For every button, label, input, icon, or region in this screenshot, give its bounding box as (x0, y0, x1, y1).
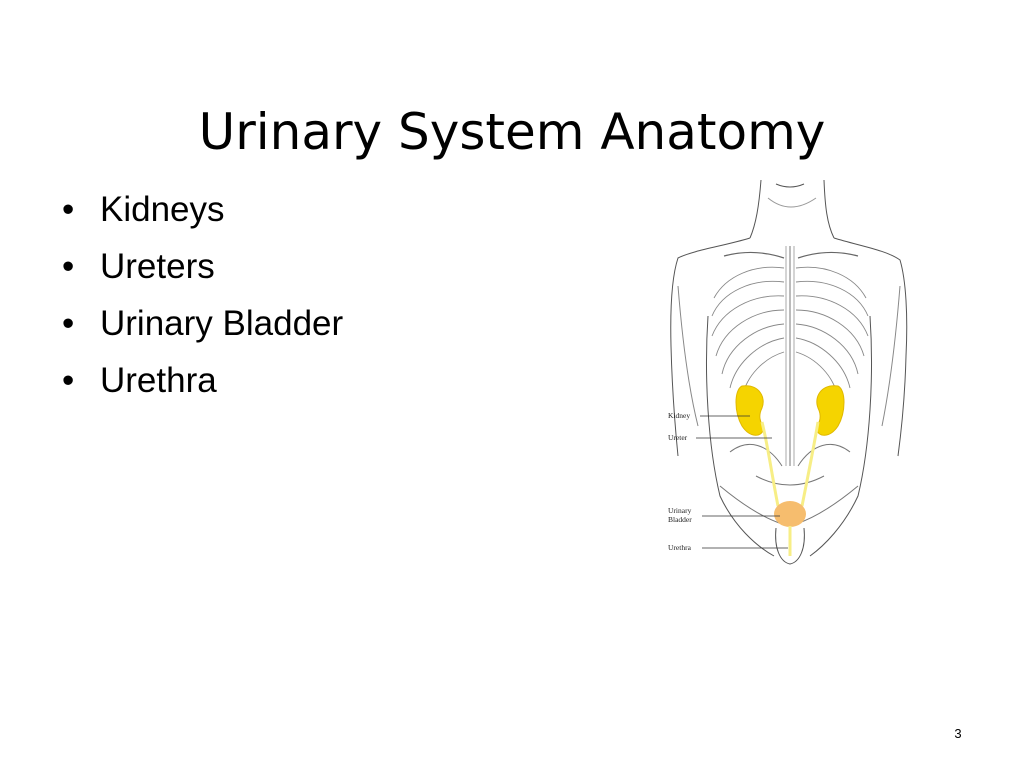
label-bladder-line2: Bladder (668, 515, 692, 524)
spine (785, 246, 795, 466)
label-kidney: Kidney (668, 411, 690, 420)
bullet-item: • Kidneys (62, 188, 343, 245)
bullet-text: Urethra (100, 361, 217, 400)
bullet-marker: • (62, 190, 75, 229)
label-urethra: Urethra (668, 543, 692, 552)
pelvis (729, 444, 851, 486)
bullet-marker: • (62, 247, 75, 286)
ureters (760, 421, 820, 507)
torso-outline (670, 179, 908, 565)
label-leaders (696, 415, 788, 549)
bullet-item: • Ureters (62, 245, 343, 302)
clavicles (723, 251, 859, 259)
bullet-text: Ureters (100, 247, 215, 286)
urinary-bladder (774, 501, 806, 527)
bullet-item: • Urinary Bladder (62, 302, 343, 359)
slide-title: Urinary System Anatomy (198, 102, 826, 161)
urinary-anatomy-illustration: Kidney Ureter Urinary Bladder Urethra (664, 176, 910, 570)
bullet-marker: • (62, 361, 75, 400)
bullet-list: • Kidneys • Ureters • Urinary Bladder • Uret… (62, 188, 343, 416)
bullet-marker: • (62, 304, 75, 343)
bullet-text: Kidneys (100, 190, 225, 229)
label-ureter: Ureter (668, 433, 688, 442)
bullet-text: Urinary Bladder (100, 304, 344, 343)
anatomy-drawing: Kidney Ureter Urinary Bladder Urethra (668, 179, 908, 565)
page-number: 3 (954, 726, 962, 741)
label-bladder-line1: Urinary (668, 506, 692, 515)
bullet-item: • Urethra (62, 359, 343, 416)
